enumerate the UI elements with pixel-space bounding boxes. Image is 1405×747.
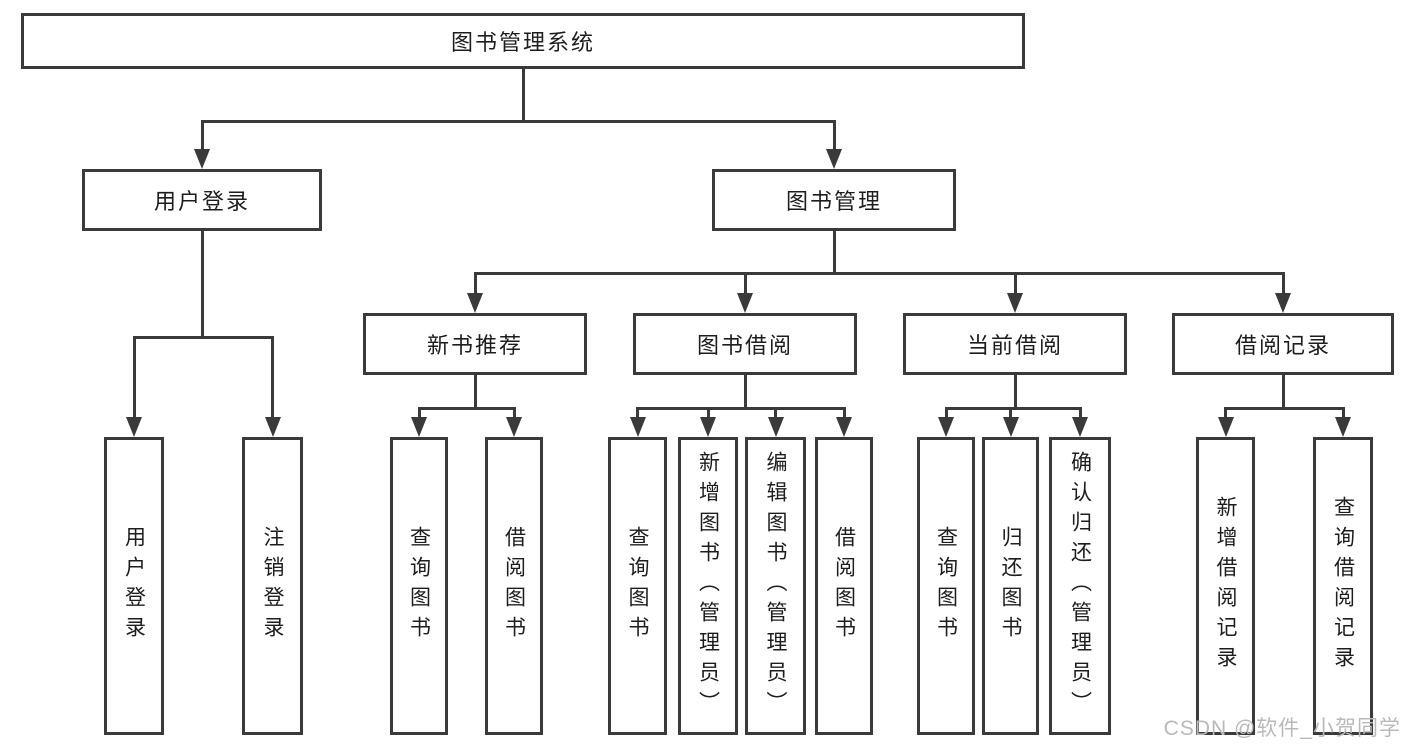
node-label: 查询借阅记录 (1331, 496, 1355, 676)
node-book-mgmt: 图书管理 (712, 169, 956, 231)
node-label: 确认归还（管理员） (1068, 451, 1092, 721)
connector-line (706, 407, 710, 418)
node-label: 新书推荐 (426, 333, 523, 358)
node-rcd-add-record: 新增借阅记录 (1196, 437, 1255, 735)
node-label: 新增借阅记录 (1214, 496, 1237, 676)
arrow-down-icon (467, 293, 483, 313)
node-label: 图书借阅 (696, 333, 793, 358)
connector-line (832, 120, 836, 150)
node-label: 查询图书 (407, 526, 431, 646)
node-label: 新增图书（管理员） (696, 451, 720, 721)
node-label: 借阅图书 (832, 526, 856, 646)
connector-line (473, 375, 477, 410)
node-rec-query-book: 查询图书 (390, 437, 448, 735)
connector-line (1078, 407, 1082, 418)
connector-line (521, 69, 525, 123)
node-new-book-rec: 新书推荐 (363, 313, 587, 375)
node-rec-borrow-book: 借阅图书 (485, 437, 543, 735)
connector-line (636, 407, 639, 418)
connector-line (1281, 375, 1285, 410)
connector-line (132, 336, 136, 418)
node-label: 注销登录 (261, 526, 284, 646)
connector-line (417, 407, 516, 410)
arrow-down-icon (1002, 417, 1019, 437)
connector-line (1341, 407, 1345, 418)
connector-line (743, 375, 747, 410)
arrow-down-icon (1335, 417, 1351, 437)
node-label: 查询图书 (934, 526, 958, 646)
node-root: 图书管理系统 (21, 13, 1025, 69)
arrow-down-icon (938, 417, 954, 437)
connector-line (944, 407, 1082, 410)
node-borrow-records: 借阅记录 (1172, 313, 1394, 375)
connector-line (1224, 407, 1345, 410)
node-label: 用户登录 (153, 189, 250, 214)
node-label: 借阅图书 (502, 526, 526, 646)
connector-line (200, 231, 204, 339)
connector-line (832, 231, 836, 275)
csdn-watermark: CSDN @软件_小贺同学 (1163, 717, 1401, 740)
arrow-down-icon (1007, 293, 1023, 313)
node-cur-return-book: 归还图书 (982, 437, 1039, 735)
node-label: 图书管理系统 (450, 30, 595, 55)
arrow-down-icon (826, 149, 842, 169)
connector-line (842, 407, 846, 418)
connector-line (473, 272, 477, 294)
connector-line (944, 407, 948, 418)
connector-line (132, 336, 274, 339)
arrow-down-icon (126, 417, 142, 437)
connector-line (636, 407, 846, 410)
node-user-login: 用户登录 (82, 169, 322, 231)
arrow-down-icon (1217, 417, 1234, 437)
connector-line (512, 407, 516, 418)
connector-line (200, 120, 204, 150)
node-label: 图书管理 (785, 189, 882, 214)
node-bor-edit-book: 编辑图书（管理员） (745, 437, 806, 735)
node-label: 当前借阅 (966, 333, 1063, 358)
connector-line (1009, 407, 1012, 418)
node-leaf-login: 用户登录 (104, 437, 164, 735)
connector-line (271, 336, 274, 418)
arrow-down-icon (411, 417, 427, 437)
arrow-down-icon (1275, 293, 1291, 313)
arrow-down-icon (506, 417, 522, 437)
node-label: 借阅记录 (1234, 333, 1331, 358)
node-cur-query-book: 查询图书 (917, 437, 975, 735)
arrow-down-icon (629, 417, 646, 437)
arrow-down-icon (836, 417, 852, 437)
connector-line (774, 407, 777, 418)
node-cur-confirm-return: 确认归还（管理员） (1049, 437, 1111, 735)
connector-line (473, 272, 1285, 275)
node-label: 用户登录 (122, 526, 146, 646)
connector-line (417, 407, 421, 418)
node-bor-add-book: 新增图书（管理员） (678, 437, 738, 735)
node-leaf-logout: 注销登录 (242, 437, 303, 735)
node-book-borrow: 图书借阅 (633, 313, 857, 375)
arrow-down-icon (194, 149, 210, 169)
connector-line (1281, 272, 1285, 294)
connector-line (1013, 375, 1017, 410)
connector-line (1013, 272, 1017, 294)
connector-line (1224, 407, 1227, 418)
node-label: 归还图书 (999, 526, 1022, 646)
node-label: 查询图书 (626, 526, 649, 646)
node-bor-borrow-book: 借阅图书 (815, 437, 873, 735)
arrow-down-icon (767, 417, 784, 437)
arrow-down-icon (737, 293, 753, 313)
node-bor-query-book: 查询图书 (608, 437, 667, 735)
arrow-down-icon (700, 417, 716, 437)
node-label: 编辑图书（管理员） (764, 451, 787, 721)
node-rcd-query-record: 查询借阅记录 (1313, 437, 1373, 735)
connector-line (743, 272, 747, 294)
arrow-down-icon (1072, 417, 1088, 437)
node-current-borrow: 当前借阅 (903, 313, 1127, 375)
connector-line (200, 120, 836, 123)
arrow-down-icon (264, 417, 281, 437)
